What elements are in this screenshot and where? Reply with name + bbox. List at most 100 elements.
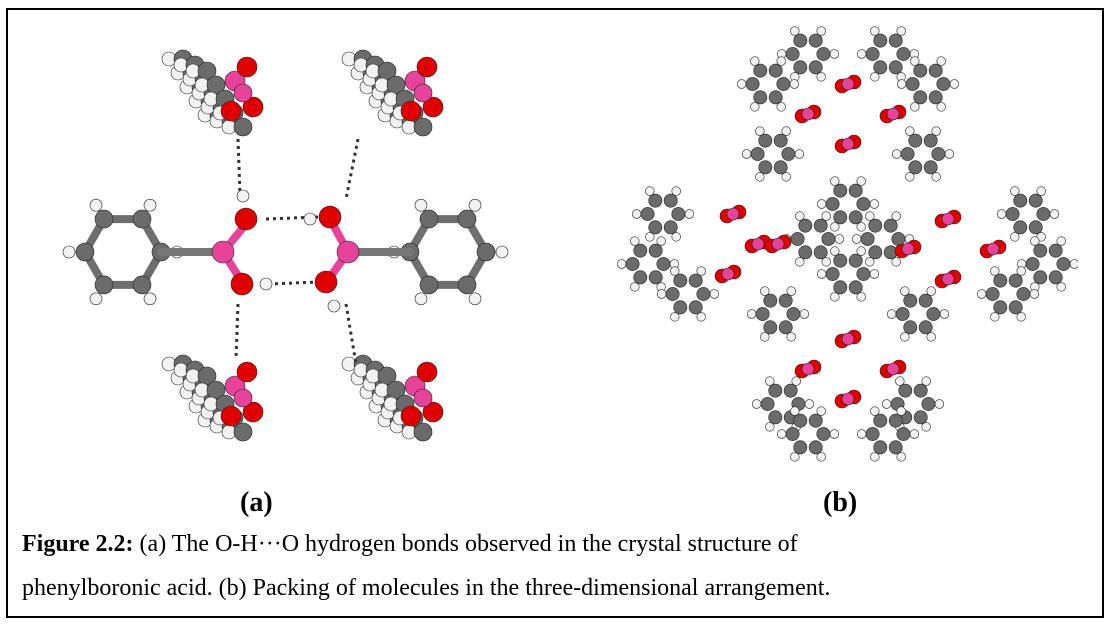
carbon-atom (94, 209, 114, 229)
hydrogen-atom (765, 376, 775, 386)
carbon-atom (413, 422, 433, 442)
hydrogen-atom (750, 102, 760, 112)
oxygen-atom (220, 100, 242, 122)
carbon-atom (860, 232, 875, 246)
hydrogen-atom (630, 282, 640, 292)
carbon-atom (888, 440, 903, 455)
hydrogen-atom (905, 172, 915, 182)
oxygen-atom (230, 272, 254, 296)
carbon-atom (808, 440, 823, 455)
hydrogen-atom (495, 245, 509, 259)
carbon-atom (865, 427, 880, 441)
boron-atom (941, 272, 955, 286)
hydrogen-atom (856, 246, 866, 256)
carbon-atom (923, 133, 938, 148)
carbon-atom (419, 275, 439, 295)
hydrogen-atom (830, 292, 840, 302)
hydrogen-atom (976, 289, 987, 299)
hydrogen-atom (870, 72, 880, 82)
hydrogen-atom (89, 198, 103, 212)
hydrogen-atom (791, 376, 801, 386)
hydrogen-atom (936, 56, 946, 66)
hydrogen-atom (865, 257, 875, 267)
carbon-atom (873, 440, 888, 455)
hydrogen-atom (829, 49, 840, 59)
carbon-atom (1016, 287, 1031, 301)
hydrogen-atom (751, 399, 762, 409)
hydrogen-atom (870, 452, 880, 462)
figure-caption: Figure 2.2: (a) The O-H···O hydrogen bon… (22, 522, 1097, 610)
hydrogen-atom (750, 56, 760, 66)
carbon-atom (1056, 257, 1071, 271)
carbon-atom (993, 300, 1008, 315)
carbon-atom (763, 293, 778, 308)
carbon-atom (793, 33, 808, 48)
hydrogen-atom (755, 126, 765, 136)
hydrogen-atom (830, 246, 840, 256)
carbon-atom (1008, 273, 1023, 288)
hydrogen-atom (696, 312, 706, 322)
carbon-atom (903, 293, 918, 308)
carbon-atom (825, 267, 840, 281)
carbon-atom (1013, 193, 1028, 208)
hydrogen-atom (143, 198, 157, 212)
hydrogen-atom (755, 172, 765, 182)
hydrogen-atom (259, 277, 273, 291)
hydrogen-atom (765, 422, 775, 432)
hydrogen-atom (944, 149, 955, 159)
hydrogen-atom (776, 102, 786, 112)
carbon-atom (776, 77, 791, 91)
hydrogen-atom (856, 176, 866, 186)
carbon-atom (633, 270, 648, 285)
carbon-atom (640, 207, 655, 221)
carbon-atom (132, 275, 152, 295)
carbon-atom (896, 427, 911, 441)
hydrogen-atom (799, 309, 810, 319)
carbon-atom (663, 220, 678, 235)
hydrogen-atom (709, 289, 720, 299)
hydrogen-atom (870, 406, 880, 416)
hydrogen-atom (786, 332, 796, 342)
carbon-atom (908, 160, 923, 175)
hydrogen-atom (931, 172, 941, 182)
carbon-atom (750, 147, 765, 161)
carbon-atom (816, 47, 831, 61)
carbon-atom (457, 275, 477, 295)
carbon-atom (75, 242, 95, 262)
hydrogen-atom (236, 189, 250, 203)
hydrogen-atom (776, 56, 786, 66)
carbon-atom (753, 63, 768, 78)
hydrogen-atom (804, 399, 815, 409)
carbon-atom (923, 160, 938, 175)
hydrogen-atom (790, 406, 800, 416)
carbon-atom (856, 267, 871, 281)
hydrogen-atom (670, 266, 680, 276)
boron-atom (801, 107, 815, 121)
hydrogen-atom (781, 126, 791, 136)
carbon-atom (908, 133, 923, 148)
hydrogen-atom (468, 292, 482, 306)
carbon-atom (821, 232, 836, 246)
hydrogen-atom (996, 209, 1007, 219)
carbon-atom (913, 383, 928, 398)
hydrogen-atom (645, 186, 655, 196)
hydrogen-atom (631, 209, 642, 219)
oxygen-atom (422, 401, 444, 423)
hydrogen-atom (781, 172, 791, 182)
oxygen-atom (416, 56, 438, 78)
carbon-atom (903, 320, 918, 335)
hydrogen-bond-dots (267, 280, 321, 286)
oxygen-atom (318, 205, 342, 229)
carbon-atom (745, 77, 760, 91)
carbon-atom (848, 253, 863, 268)
hydrogen-atom (414, 292, 428, 306)
panel-a-hydrogen-bond-image (28, 14, 538, 490)
hydrogen-atom (909, 429, 920, 439)
hydrogen-atom (776, 429, 787, 439)
carbon-atom (921, 397, 936, 411)
carbon-atom (233, 117, 253, 137)
hydrogen-atom (816, 269, 827, 279)
hydrogen-atom (143, 292, 157, 306)
hydrogen-atom (869, 269, 880, 279)
hydrogen-atom (1030, 236, 1040, 246)
